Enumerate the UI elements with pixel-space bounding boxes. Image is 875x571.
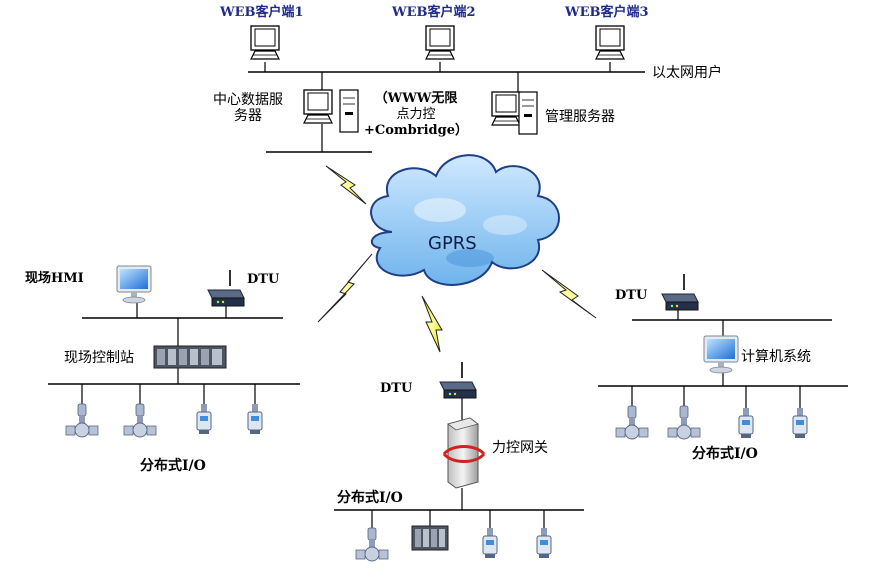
lightning-right-icon — [541, 269, 597, 319]
left-dtu-label: DTU — [247, 272, 280, 287]
client2-computer-icon — [425, 25, 455, 60]
right-valve-2-icon — [667, 405, 701, 440]
center-server-label-line2: 务器 — [234, 108, 262, 124]
bottom-dtu-icon — [439, 361, 477, 399]
software-label-line1: （WWW无限 — [374, 91, 458, 106]
bottom-io-label: 分布式I/O — [337, 490, 403, 506]
gprs-cloud-shape — [370, 154, 560, 286]
lightning-left-icon — [317, 253, 373, 323]
right-io-label: 分布式I/O — [692, 446, 758, 462]
left-control-station-label: 现场控制站 — [64, 350, 134, 366]
mgmt-server-label: 管理服务器 — [545, 109, 615, 125]
bottom-plc-module-icon — [411, 525, 449, 551]
left-plc-rack-icon — [153, 345, 227, 369]
bottom-transmitter-2-icon — [536, 527, 552, 559]
lightning-top-icon — [325, 165, 367, 205]
left-io-label: 分布式I/O — [140, 458, 206, 474]
left-valve-1-icon — [65, 403, 99, 438]
client2-label: WEB客户端2 — [392, 5, 476, 20]
right-computer-monitor-icon — [703, 335, 739, 374]
right-computer-label: 计算机系统 — [741, 349, 811, 365]
left-dtu-icon — [207, 269, 245, 307]
lightning-bottom-icon — [421, 295, 443, 353]
right-transmitter-1-icon — [738, 407, 754, 439]
center-server-label-line1: 中心数据服 — [213, 92, 283, 108]
client1-computer-icon — [250, 25, 280, 60]
mgmt-server-icon — [491, 91, 538, 135]
right-valve-1-icon — [615, 405, 649, 440]
right-transmitter-2-icon — [792, 407, 808, 439]
gateway-server-icon — [442, 417, 486, 489]
gprs-label: GPRS — [428, 233, 477, 254]
left-transmitter-1-icon — [196, 403, 212, 435]
right-dtu-label: DTU — [615, 288, 648, 303]
bottom-dtu-label: DTU — [380, 381, 413, 396]
gateway-label: 力控网关 — [492, 440, 548, 456]
software-label-line2: 点力控 — [396, 107, 436, 122]
ethernet-label: 以太网用户 — [652, 65, 722, 81]
software-label: （WWW无限 点力控 +Combridge） — [360, 91, 472, 139]
client3-label: WEB客户端3 — [565, 5, 649, 20]
center-server-label: 中心数据服 务器 — [200, 92, 296, 124]
left-transmitter-2-icon — [247, 403, 263, 435]
left-valve-2-icon — [123, 403, 157, 438]
center-server-icon — [303, 89, 359, 133]
bottom-valve-icon — [355, 527, 389, 562]
left-hmi-label: 现场HMI — [25, 271, 84, 286]
left-hmi-monitor-icon — [116, 265, 152, 304]
software-label-line3: +Combridge） — [364, 123, 468, 138]
right-dtu-icon — [661, 273, 699, 311]
client1-label: WEB客户端1 — [220, 5, 304, 20]
client3-computer-icon — [595, 25, 625, 60]
bottom-transmitter-1-icon — [482, 527, 498, 559]
